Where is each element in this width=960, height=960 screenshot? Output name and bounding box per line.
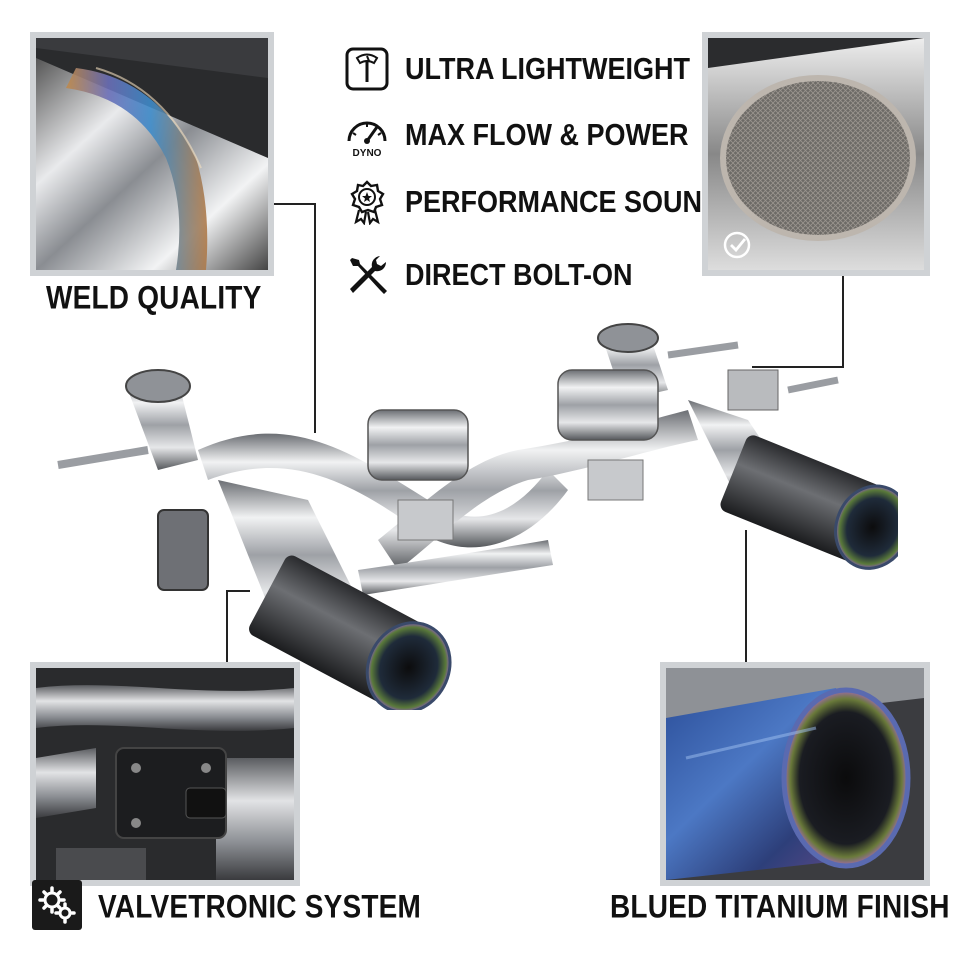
blued-titanium-label: BLUED TITANIUM FINISH <box>610 888 950 925</box>
weld-quality-image <box>30 32 274 276</box>
catalyst-mesh-image <box>702 32 930 276</box>
feature-label: ULTRA LIGHTWEIGHT <box>405 51 690 86</box>
valvetronic-label: VALVETRONIC SYSTEM <box>98 888 422 925</box>
titanium-leader-line <box>745 530 747 664</box>
feature-performance-sound: PERFORMANCE SOUND <box>343 177 722 227</box>
weld-leader-line <box>274 203 316 205</box>
dyno-text: DYNO <box>353 148 382 159</box>
scale-icon <box>343 45 391 93</box>
award-badge-icon <box>343 178 391 226</box>
feature-max-flow: DYNO MAX FLOW & POWER <box>343 110 688 160</box>
blued-titanium-image <box>660 662 930 886</box>
exhaust-system-image <box>48 300 911 714</box>
valvetronic-image <box>30 662 300 886</box>
wrench-screwdriver-icon <box>343 251 391 299</box>
check-circle-icon <box>722 230 752 260</box>
valvetronic-leader-line <box>226 590 250 592</box>
feature-ultra-lightweight: ULTRA LIGHTWEIGHT <box>343 44 690 94</box>
catalyst-leader-line <box>752 366 844 368</box>
feature-label: PERFORMANCE SOUND <box>405 184 722 219</box>
valvetronic-leader-line <box>226 590 228 662</box>
dyno-gauge-icon: DYNO <box>343 111 391 159</box>
feature-label: MAX FLOW & POWER <box>405 117 689 152</box>
weld-quality-label: WELD QUALITY <box>46 279 262 316</box>
catalyst-leader-line <box>842 276 844 368</box>
weld-leader-line <box>314 203 316 433</box>
feature-direct-bolt-on: DIRECT BOLT-ON <box>343 250 632 300</box>
feature-label: DIRECT BOLT-ON <box>405 257 633 292</box>
gears-icon <box>32 880 82 930</box>
